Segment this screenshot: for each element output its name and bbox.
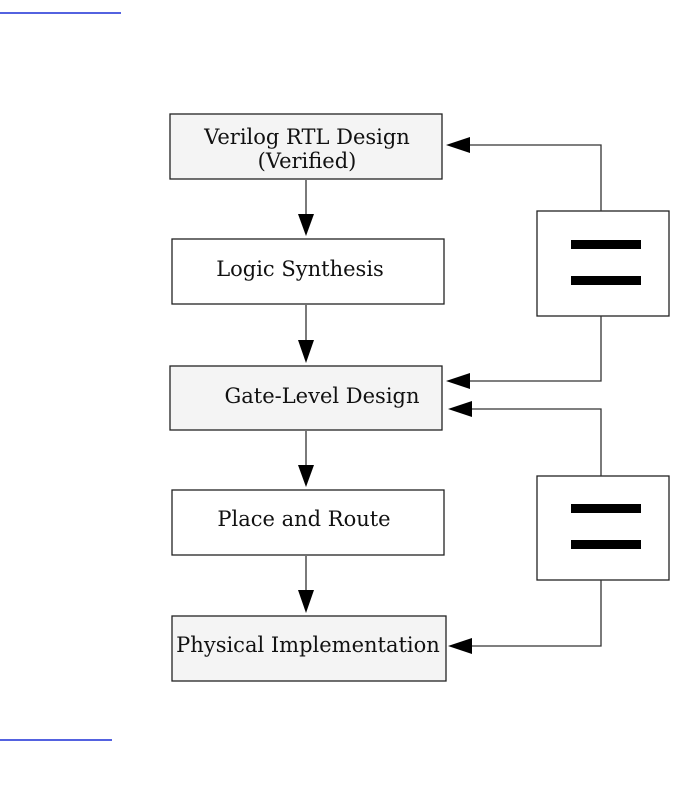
node-logic-synthesis-label: Logic Synthesis bbox=[216, 257, 384, 281]
node-gate-level-label: Gate-Level Design bbox=[224, 384, 419, 408]
equals-icon-bottom-bar bbox=[571, 540, 641, 549]
arrow-place-to-physical bbox=[298, 556, 314, 613]
equals-icon-top-bar bbox=[571, 240, 641, 249]
node-verilog-label-line2: (Verified) bbox=[258, 149, 357, 173]
connector-eq1-to-gate bbox=[446, 316, 602, 389]
node-verilog-label-line1: Verilog RTL Design bbox=[203, 125, 410, 149]
node-place-route-label: Place and Route bbox=[217, 507, 390, 531]
arrow-rtl-to-synthesis bbox=[298, 180, 314, 236]
connector-eq2-to-physical bbox=[448, 580, 602, 654]
node-verilog-rtl-design: Verilog RTL Design (Verified) bbox=[169, 113, 443, 180]
node-logic-synthesis: Logic Synthesis bbox=[171, 238, 445, 305]
node-gate-level-design: Gate-Level Design bbox=[169, 365, 443, 431]
arrow-gate-to-place bbox=[298, 431, 314, 487]
equivalence-check-box-2 bbox=[536, 475, 670, 581]
equivalence-check-box-1 bbox=[536, 210, 670, 317]
arrow-synthesis-to-gate bbox=[298, 305, 314, 363]
connector-eq2-to-gate bbox=[448, 401, 602, 476]
node-physical-label: Physical Implementation bbox=[176, 633, 440, 657]
equals-icon-bottom-bar bbox=[571, 276, 641, 285]
node-physical-implementation: Physical Implementation bbox=[171, 615, 447, 682]
equals-icon-top-bar bbox=[571, 504, 641, 513]
connector-eq1-to-rtl bbox=[446, 137, 602, 211]
node-place-and-route: Place and Route bbox=[171, 489, 445, 556]
